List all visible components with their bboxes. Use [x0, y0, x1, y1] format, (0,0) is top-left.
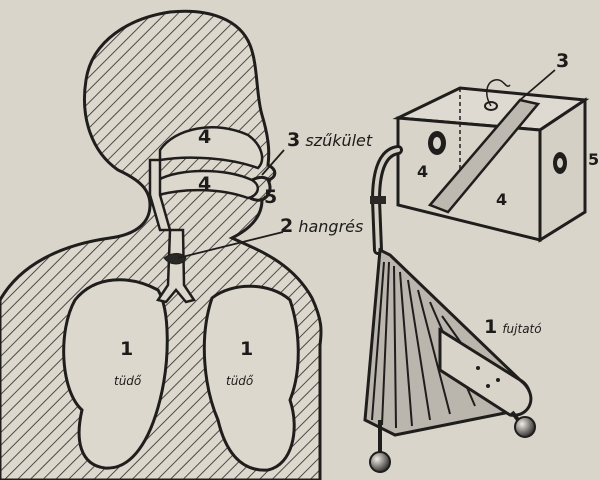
label-model-chamber-left: 4: [417, 162, 428, 181]
label-lung-right-number: 1: [240, 338, 253, 360]
label-larynx: 2 hangrés: [280, 215, 363, 237]
label-model-outlet: 5: [588, 150, 599, 169]
label-mouth-opening: 5: [264, 186, 277, 208]
label-lung-left-word: tüdő: [114, 374, 141, 388]
label-bellows: 1 fujtató: [484, 316, 542, 338]
inlet-hole-inner: [433, 137, 441, 149]
label-lower-cavity: 4: [198, 173, 211, 195]
tube-clamp: [370, 196, 386, 204]
handle-rivet-1: [476, 366, 480, 370]
label-lung-left-number: 1: [120, 338, 133, 360]
bellows-foot-left: [370, 452, 390, 472]
label-upper-cavity: 4: [198, 126, 211, 148]
label-model-chamber-bottom: 4: [496, 190, 507, 209]
mechanical-model: [365, 80, 585, 472]
label-lips-constriction: 3 szűkület: [287, 129, 372, 151]
human-figure: [0, 11, 321, 480]
label-lung-right-word: tüdő: [226, 374, 253, 388]
label-model-restriction: 3: [556, 50, 569, 72]
handle-rivet-3: [486, 384, 490, 388]
bellows-foot-right: [515, 417, 535, 437]
outlet-hole-inner: [557, 158, 563, 168]
handle-rivet-2: [496, 378, 500, 382]
